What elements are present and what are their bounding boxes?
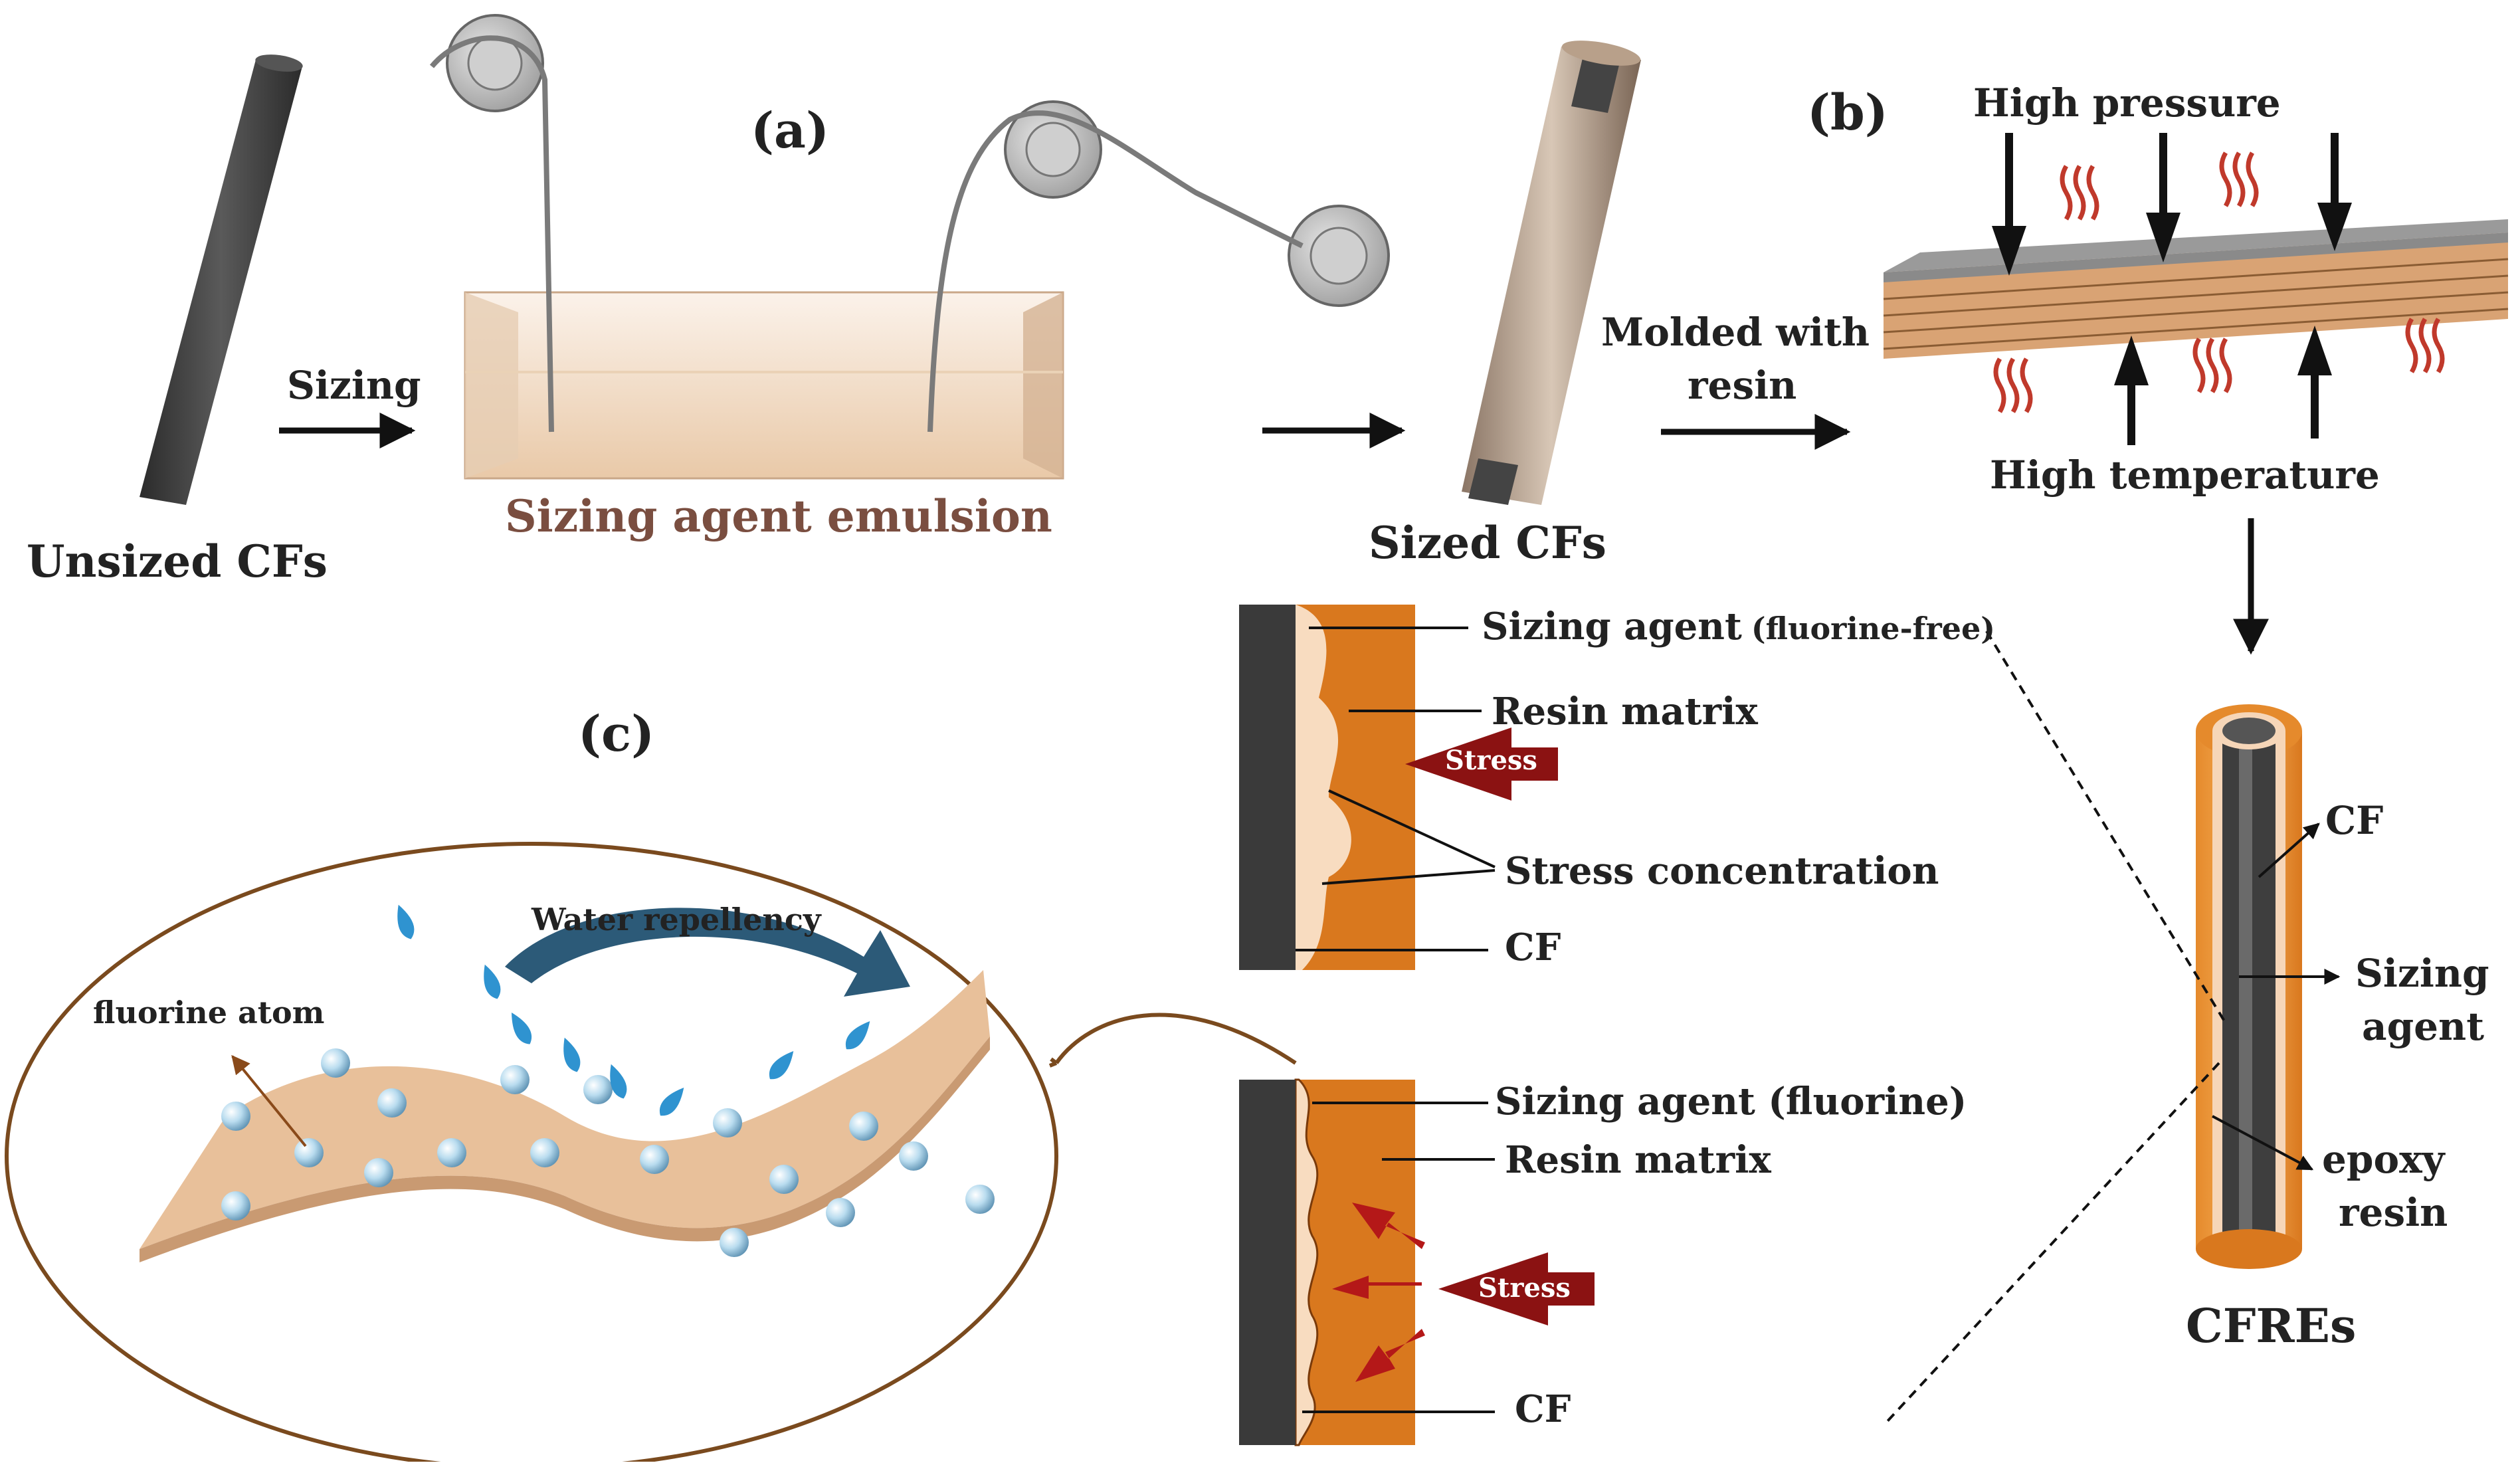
cfre-cylinder [2196, 704, 2302, 1269]
cfre-sizing-label-line2: agent [2362, 1004, 2484, 1049]
sized-fiber-rod [1462, 41, 1641, 505]
interface-free-sizing-label: Sizing agent (fluorine-free) [1482, 605, 1995, 648]
interface-free-sizing-agent: Sizing agent [1482, 605, 1742, 648]
fluorine-atoms [221, 1048, 995, 1257]
fluorine-atom-pointer [231, 1054, 307, 1147]
panel-label-c: (c) [578, 706, 654, 763]
stress-label-bottom: Stress [1478, 1272, 1571, 1304]
sizing-label: Sizing [287, 363, 421, 408]
fiber-path [429, 35, 1304, 433]
zoom-ellipse [5, 842, 1058, 1465]
unsized-fiber-rod [140, 54, 303, 505]
zoom-connector [1054, 1013, 1297, 1065]
water-repellency-arrow [505, 908, 910, 997]
interface-fluorine-leaders [1302, 1102, 1495, 1413]
interface-fluorine-resin-matrix-label: Resin matrix [1505, 1138, 1771, 1182]
laminate-slab [1883, 219, 2509, 359]
interface-fluorine-sizing-label: Sizing agent (fluorine) [1495, 1080, 1967, 1123]
spool-left [446, 14, 544, 112]
panel-label-a: (a) [751, 102, 829, 159]
fluorine-atom-label: fluorine atom [93, 995, 324, 1030]
spool-middle [1004, 100, 1102, 199]
heat-waves [1993, 151, 2445, 413]
cfre-leader-lines [2212, 823, 2341, 1171]
support-arrows [2114, 326, 2332, 445]
high-pressure-label: High pressure [1973, 80, 2281, 126]
molded-label-line1: Molded with [1601, 310, 1870, 355]
interface-free-resin-matrix-label: Resin matrix [1492, 690, 1758, 733]
stress-concentration-label: Stress concentration [1505, 849, 1939, 893]
pressure-arrows [1992, 133, 2352, 276]
unsized-cfs-label: Unsized CFs [27, 536, 328, 587]
high-temperature-label: High temperature [1990, 452, 2380, 498]
spool-right [1288, 205, 1390, 307]
panel-label-b: (b) [1807, 84, 1888, 142]
cfre-sizing-label-line1: Sizing [2355, 951, 2489, 996]
zoom-dashed-lines [1886, 630, 2227, 1423]
cfre-cf-label: CF [2325, 798, 2383, 843]
stress-label-top: Stress [1445, 745, 1537, 776]
interface-free-cf-label: CF [1505, 926, 1561, 969]
cfre-epoxy-label-line1: epoxy [2322, 1137, 2446, 1182]
molded-label-line2: resin [1688, 363, 1796, 408]
interface-free-leaders [1296, 627, 1496, 951]
water-droplets [397, 904, 870, 1116]
interface-fluorine-free [1239, 605, 1558, 970]
interface-free-fluorine-free: (fluorine-free) [1751, 611, 1995, 646]
cfre-epoxy-label-line2: resin [2339, 1190, 2448, 1235]
interface-fluorine [1239, 1078, 1595, 1446]
cfres-label: CFREs [2186, 1298, 2356, 1353]
sizing-tank [464, 291, 1064, 480]
water-repellency-label: Water repellency [531, 902, 822, 937]
sized-cfs-label: Sized CFs [1369, 517, 1606, 569]
interface-fluorine-cf-label: CF [1515, 1387, 1571, 1431]
sizing-agent-emulsion-label: Sizing agent emulsion [505, 490, 1052, 542]
